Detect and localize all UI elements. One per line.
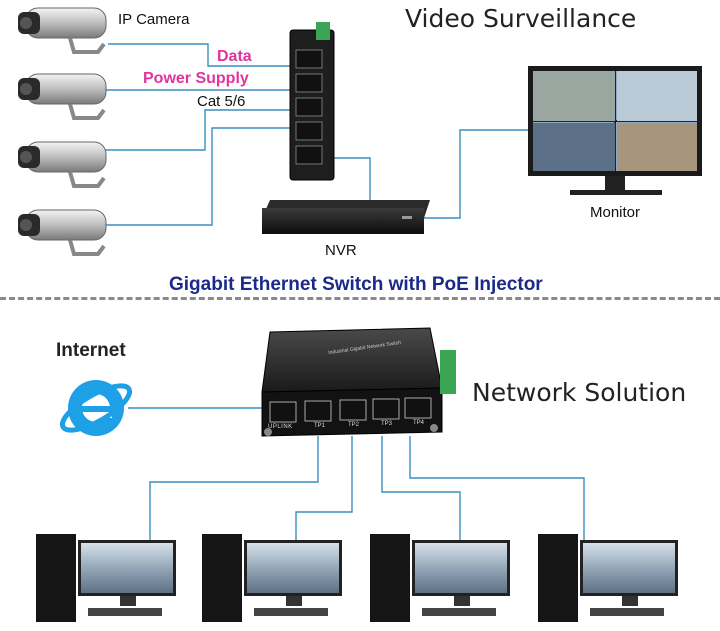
ip-camera-4 xyxy=(18,209,107,256)
surveillance-diagram xyxy=(18,7,702,256)
diagram-caption: Gigabit Ethernet Switch with PoE Injecto… xyxy=(169,274,543,295)
cable-label: Cat 5/6 xyxy=(197,93,246,110)
power-supply-label: Power Supply xyxy=(143,70,249,87)
network-solution-title: Network Solution xyxy=(472,378,687,407)
pc-link-2 xyxy=(295,436,353,540)
camera-links xyxy=(104,43,528,226)
camera-link-1 xyxy=(108,43,305,67)
network-links xyxy=(128,407,585,540)
section-divider xyxy=(0,297,720,300)
computer-1 xyxy=(36,534,176,622)
data-label: Data xyxy=(217,48,252,65)
pc-link-1 xyxy=(149,436,319,540)
poe-switch xyxy=(261,327,456,437)
poe-switch-vertical xyxy=(289,22,335,181)
ip-camera-1 xyxy=(18,7,107,54)
ip-camera-3 xyxy=(18,141,107,188)
computer-3 xyxy=(370,534,510,622)
monitor-device xyxy=(528,66,702,195)
switch-port-label-tp3: TP3 xyxy=(381,421,393,427)
video-surveillance-title: Video Surveillance xyxy=(405,4,637,33)
switch-port-label-tp4: TP4 xyxy=(413,420,425,426)
computer-4 xyxy=(538,534,678,622)
internet-label: Internet xyxy=(56,340,126,361)
nvr-link xyxy=(320,157,371,200)
switch-port-label-tp1: TP1 xyxy=(314,423,326,429)
ip-camera-2 xyxy=(18,73,107,120)
switch-port-label-tp2: TP2 xyxy=(348,422,360,428)
monitor-label: Monitor xyxy=(590,204,641,221)
pc-link-4 xyxy=(409,436,585,540)
nvr-device xyxy=(262,200,430,234)
ip-camera-label: IP Camera xyxy=(118,11,190,28)
monitor-link xyxy=(424,129,528,219)
internet-explorer-icon xyxy=(59,380,133,436)
network-diagram xyxy=(36,327,678,622)
switch-port-label-uplink: UPLINK xyxy=(268,424,293,430)
pc-link-3 xyxy=(381,436,461,540)
camera-link-4 xyxy=(104,127,305,226)
camera-link-3 xyxy=(104,109,305,151)
nvr-label: NVR xyxy=(325,242,357,259)
computer-2 xyxy=(202,534,342,622)
